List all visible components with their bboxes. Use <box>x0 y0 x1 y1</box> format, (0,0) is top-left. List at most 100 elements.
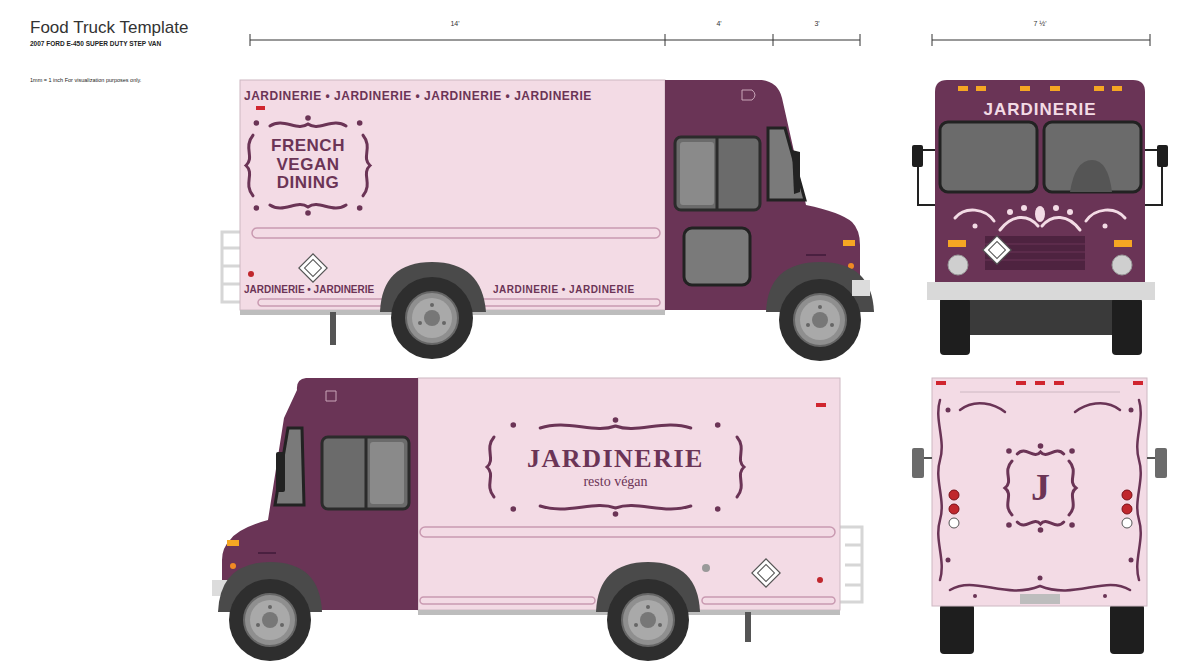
truck-front-view-part-part <box>1042 217 1080 230</box>
truck-rear-view-part <box>938 400 1140 590</box>
ornament-dots <box>254 115 363 216</box>
truck-front-view-part <box>912 145 923 167</box>
dimension-label: 14' <box>450 20 459 28</box>
ornament-frame <box>487 425 744 509</box>
dimension-label: 4' <box>716 20 721 28</box>
truck-left-side-part <box>276 452 285 492</box>
truck-right-side-part <box>222 232 240 302</box>
truck-right-side-part <box>852 280 870 296</box>
truck-rear-view-part <box>1147 457 1155 459</box>
ornament-dot <box>1006 522 1012 528</box>
truck-right-side-part <box>680 142 714 205</box>
ornament-dot <box>1006 448 1012 454</box>
truck-front-view-part <box>1112 86 1122 91</box>
truck-left-side-part <box>227 540 239 546</box>
truck-front-view-part <box>1020 86 1030 91</box>
truck-rear-view-part <box>960 392 1120 393</box>
truck-front-view-part <box>1070 160 1112 192</box>
ornament-badge: FRENCH VEGAN DINING <box>240 115 376 216</box>
truck-rear-view-part-part <box>1103 594 1107 598</box>
ornament-scroll <box>540 425 691 428</box>
ornament-badge: J <box>999 443 1082 533</box>
truck-left-side <box>212 378 862 661</box>
truck-rear-view-part <box>1122 518 1132 528</box>
truck-left-side-part <box>258 552 276 554</box>
brand-band: JARDINERIE • JARDINERIE <box>493 284 635 296</box>
truck-rear-view-part-part <box>938 400 941 580</box>
truck-rear-view-part-part <box>973 594 977 598</box>
dimension-label: 3' <box>814 20 819 28</box>
ornament-dots <box>510 417 720 517</box>
truck-left-side-part <box>702 564 710 572</box>
truck-rear-view-part <box>932 378 1147 606</box>
ornament-dot <box>613 417 619 423</box>
vehicle-model: 2007 FORD E-450 SUPER DUTY STEP VAN <box>30 40 161 47</box>
brand-band: JARDINERIE • JARDINERIE • JARDINERIE • J… <box>244 90 592 104</box>
truck-front-view-part <box>935 80 1145 285</box>
truck-rear-view-part-part <box>1129 558 1134 563</box>
ornament-scroll <box>487 437 494 497</box>
truck-rear-view-part <box>949 490 959 500</box>
truck-rear-view-part <box>1122 490 1132 500</box>
dimension-line-part <box>665 34 666 46</box>
ornament-frame <box>246 123 370 208</box>
badge-text: FRENCH VEGAN DINING <box>268 137 348 193</box>
truck-left-side-part <box>702 597 835 604</box>
truck-front-view-part <box>1112 255 1132 275</box>
truck-rear-view-part <box>1035 381 1045 385</box>
truck-right-side-part <box>806 254 826 256</box>
truck-left-side-part <box>326 391 336 401</box>
truck-front-view-part <box>1157 145 1168 167</box>
ornament-dot <box>715 506 721 512</box>
truck-front-view-part-part <box>1053 205 1059 211</box>
badge-text: JARDINERIE <box>527 445 704 474</box>
truck-right-side-part <box>843 240 855 246</box>
ornament-scroll <box>1017 451 1063 454</box>
ornament-dot <box>1038 527 1044 533</box>
dimension-line-part <box>932 34 933 46</box>
truck-rear-view-part <box>1020 594 1060 604</box>
truck-right-side-part <box>256 106 265 110</box>
ornament-dot <box>305 210 311 216</box>
truck-right-side-part <box>716 137 719 210</box>
truck-front-view-part <box>948 255 968 275</box>
truck-rear-view-part <box>946 408 1134 599</box>
truck-front-view-part-part <box>1067 209 1073 215</box>
truck-front-view-part <box>1050 86 1060 91</box>
ornament-badge: JARDINERIEresto végan <box>481 417 750 517</box>
dimension-line-part <box>860 34 861 46</box>
truck-front-view-part <box>1114 240 1132 247</box>
truck-rear-view-part-part <box>1129 408 1134 413</box>
truck-front-view-part <box>1094 86 1104 91</box>
truck-rear-view-part <box>912 448 924 478</box>
badge-text: resto végan <box>527 474 704 489</box>
truck-rear-view <box>912 378 1167 654</box>
truck-front-view-part <box>948 240 966 247</box>
truck-right-side-part <box>792 150 800 194</box>
ornament-dot <box>254 205 260 211</box>
ornament-dot <box>1069 522 1075 528</box>
truck-right-side-part <box>675 137 760 210</box>
ornament-dot <box>715 422 721 428</box>
dimension-line-part <box>250 34 251 46</box>
truck-left-side-part <box>420 597 595 604</box>
ornament-scroll <box>270 205 346 208</box>
truck-right-side-part <box>248 271 254 277</box>
truck-left-side-part <box>745 612 751 642</box>
ornament-dot <box>510 422 516 428</box>
truck-rear-view-part <box>924 457 932 459</box>
ornament-dot <box>1069 448 1075 454</box>
truck-rear-view-part-part <box>960 403 1005 412</box>
truck-front-view-part <box>927 282 1155 300</box>
truck-left-side-part <box>230 563 236 569</box>
truck-rear-view-part <box>949 518 959 528</box>
ornament-scroll <box>1005 461 1012 515</box>
truck-front-view-part-part <box>955 210 994 221</box>
truck-front-view-part-part <box>1086 210 1125 221</box>
dimension-line-part <box>250 40 860 41</box>
truck-left-side-part <box>370 442 404 504</box>
truck-left-side-part <box>816 403 826 407</box>
truck-left-side-part <box>365 437 368 509</box>
truck-rear-view-part-part <box>946 558 951 563</box>
truck-left-side-part <box>275 428 304 505</box>
